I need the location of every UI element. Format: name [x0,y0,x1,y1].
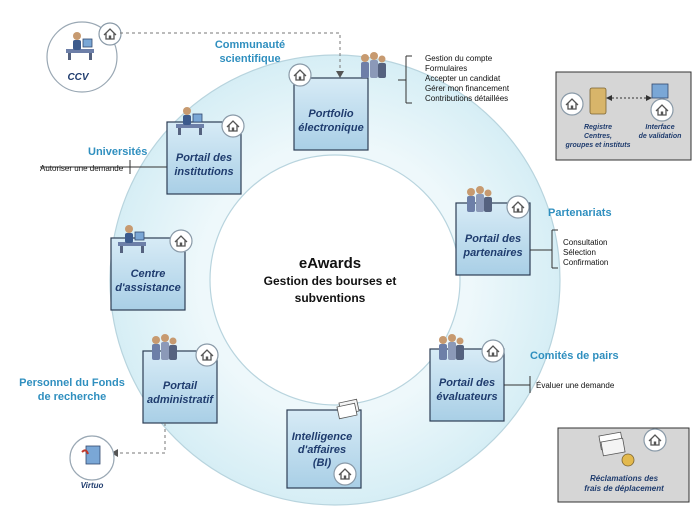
bi-line2: d'affaires [298,444,346,456]
fn-portfolio-2: Accepter un candidat [425,74,501,83]
document-stack-icon [336,398,360,420]
home-icon [643,428,667,452]
database-icon [589,87,607,115]
virtuo-label: Virtuo [81,481,104,490]
portal-administratif[interactable]: Portail administratif [142,334,219,424]
center-subtitle-2: subventions [295,291,366,305]
fn-comites-0: Évaluer une demande [536,381,615,390]
registre-1: Registre [584,124,612,131]
interface-2: de validation [639,133,682,140]
portfolio-bracket [398,55,412,104]
bi-line3: (BI) [313,457,332,469]
portal-assistance[interactable]: Centre d'assistance [110,224,193,311]
reclamations-2: frais de déplacement [584,484,664,493]
fn-portfolio-4: Contributions détaillées [425,94,508,103]
home-icon [506,195,530,219]
reclamations-panel: Réclamations des frais de déplacement [557,427,690,503]
partenariats-functions: Consultation Sélection Confirmation [563,238,608,267]
portal-evaluateurs[interactable]: Portail des évaluateurs [429,334,505,422]
group-comites: Comités de pairs [530,350,619,362]
fn-partenariats-0: Consultation [563,238,607,247]
home-icon [333,462,357,486]
ccv-connector [120,32,341,75]
group-partenariats: Partenariats [548,207,612,219]
portal-institutions[interactable]: Portail des institutions [166,106,245,195]
home-icon [221,114,245,138]
portal-partenaires[interactable]: Portail des partenaires [455,186,531,276]
fn-partenariats-1: Sélection [563,248,596,257]
registre-2: Centres, [584,133,612,140]
registre-3: groupes et instituts [565,142,631,149]
home-icon [98,22,122,46]
home-icon [560,92,584,116]
bi-line1: Intelligence [292,431,353,443]
reclamations-1: Réclamations des [590,474,659,483]
portfolio-line2: électronique [298,122,363,134]
portfolio-functions: Gestion du compte Formulaires Accepter u… [425,54,510,103]
institutions-line2: institutions [174,166,233,178]
portal-portfolio[interactable]: Portfolio électronique [288,52,386,151]
evaluateurs-line1: Portail des [439,377,495,389]
monitor-icon [651,83,669,99]
center-title: eAwards [299,255,361,272]
document-stack-icon [598,431,626,457]
administratif-line2: administratif [147,394,214,406]
assistance-line1: Centre [131,268,166,280]
assistance-line2: d'assistance [115,282,181,294]
home-icon [288,63,312,87]
home-icon [195,343,219,367]
partenaires-line2: partenaires [462,247,522,259]
center-subtitle-1: Gestion des bourses et [264,274,397,288]
group-universites: Universités [88,146,147,158]
fn-partenariats-2: Confirmation [563,258,608,267]
institutions-line1: Portail des [176,152,232,164]
interface-1: Interface [645,124,674,131]
inner-circle [209,154,461,406]
ccv-node[interactable]: CCV [46,21,122,93]
fn-portfolio-3: Gérer mon financement [425,84,510,93]
group-communaute-2: scientifique [219,53,280,65]
virtuo-connector [115,423,166,454]
home-icon [650,98,674,122]
virtuo-node[interactable]: Virtuo [69,435,115,490]
administratif-line1: Portail [163,380,198,392]
ccv-label: CCV [67,72,89,83]
home-icon [169,229,193,253]
fn-universites-0: Autoriser une demande [40,164,124,173]
fn-portfolio-1: Formulaires [425,64,467,73]
partenaires-line1: Portail des [465,233,521,245]
home-icon [481,339,505,363]
evaluateurs-line2: évaluateurs [436,391,497,403]
group-personnel-2: de recherche [38,391,106,403]
fn-portfolio-0: Gestion du compte [425,54,493,63]
portal-bi[interactable]: Intelligence d'affaires (BI) [286,398,362,489]
group-personnel-1: Personnel du Fonds [19,377,125,389]
registre-panel: Registre Centres, groupes et instituts I… [555,71,692,161]
portfolio-line1: Portfolio [308,108,353,120]
group-communaute-1: Communauté [215,39,285,51]
